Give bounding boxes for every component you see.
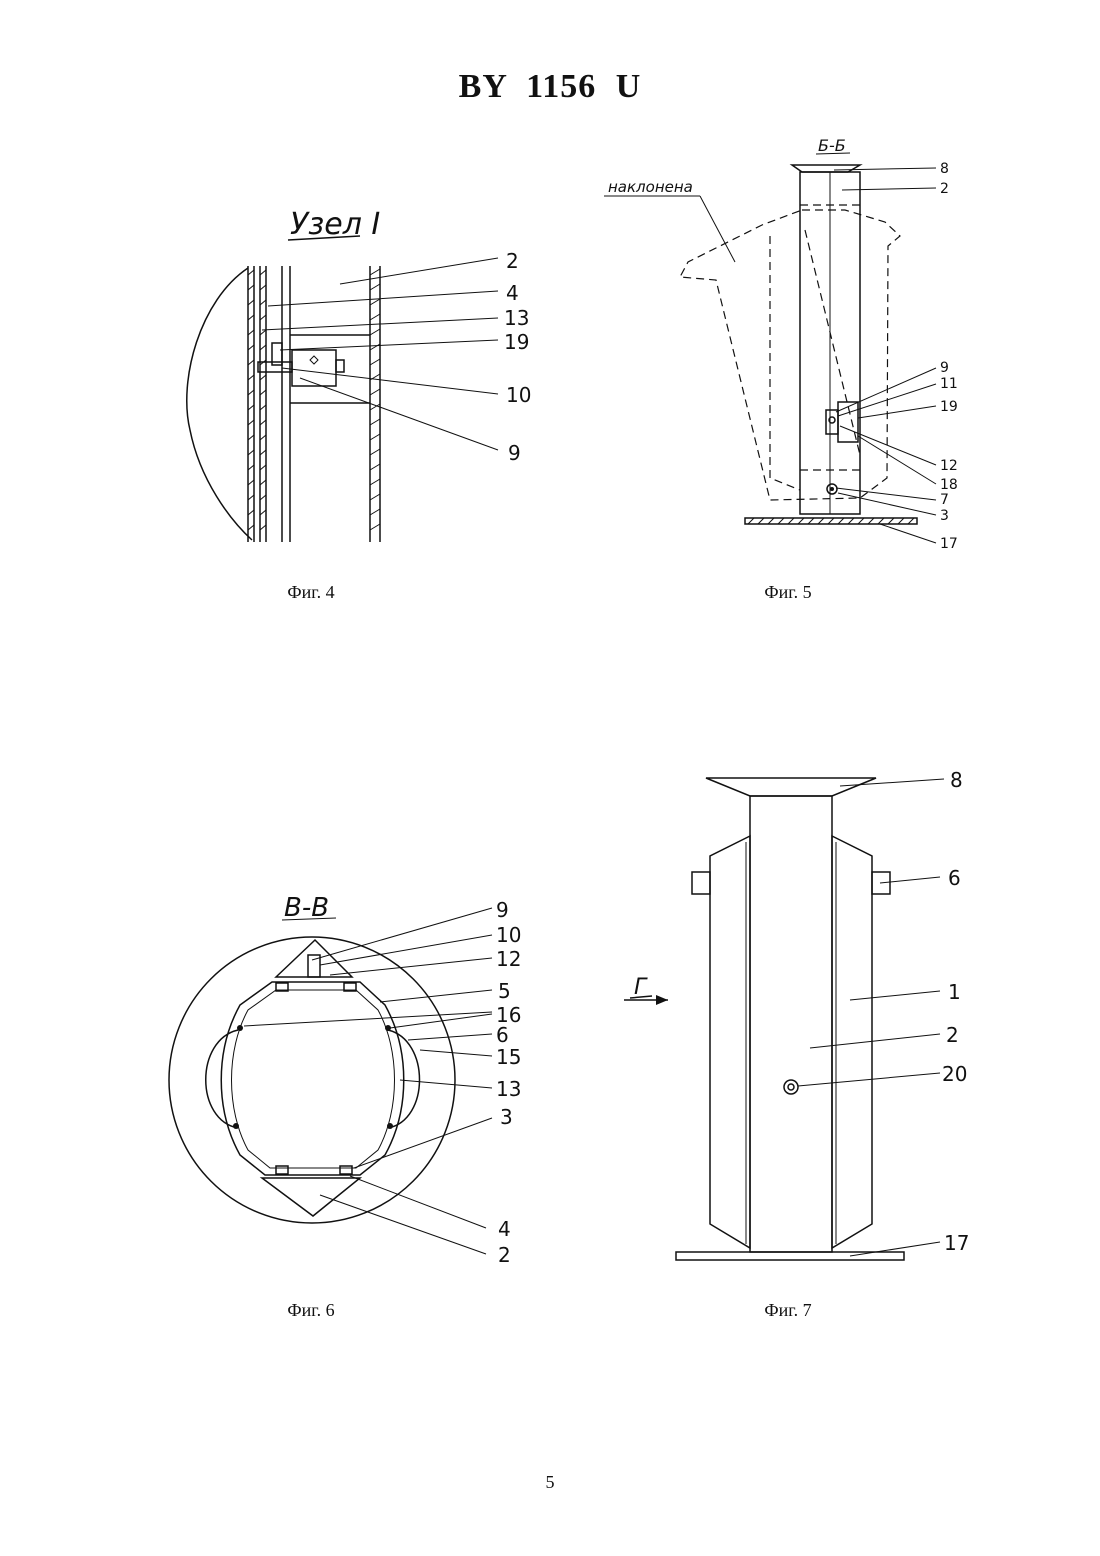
fig5-view-title: Б-Б — [818, 136, 846, 155]
fig4-drawing: Узел I 2 4 13 19 10 — [187, 207, 532, 542]
fig5-label: 2 — [940, 181, 949, 197]
fig4-label: 13 — [504, 306, 529, 330]
fig5-label: 11 — [940, 376, 958, 392]
fig6-label: 10 — [496, 923, 521, 947]
fig6-label: 9 — [496, 898, 509, 922]
fig5-label: 12 — [940, 458, 958, 474]
fig7-drawing: Г 8 6 1 2 20 17 — [624, 768, 969, 1260]
fig5-label: 17 — [940, 536, 958, 552]
fig6-caption: Фиг. 6 — [251, 1300, 371, 1321]
fig7-label: 8 — [950, 768, 963, 792]
fig6-label: 12 — [496, 947, 521, 971]
fig7-label: 6 — [948, 866, 961, 890]
fig6-label: 13 — [496, 1077, 521, 1101]
fig7-label: 20 — [942, 1062, 967, 1086]
fig6-label: 4 — [498, 1217, 511, 1241]
fig5-label: 3 — [940, 508, 949, 524]
fig7-label: 2 — [946, 1023, 959, 1047]
fig5-annotation: наклонена — [608, 178, 693, 196]
fig4-caption: Фиг. 4 — [251, 582, 371, 603]
fig7-label: 17 — [944, 1231, 969, 1255]
page-number: 5 — [0, 1472, 1100, 1493]
fig4-label: 9 — [508, 441, 521, 465]
fig6-label: 15 — [496, 1045, 521, 1069]
fig6-label: 6 — [496, 1023, 509, 1047]
fig7-caption: Фиг. 7 — [728, 1300, 848, 1321]
fig7-label: 1 — [948, 980, 961, 1004]
fig5-label: 8 — [940, 161, 949, 177]
fig5-drawing: Б-Б наклонена 8 2 — [604, 136, 958, 552]
fig5-caption: Фиг. 5 — [728, 582, 848, 603]
fig4-label: 19 — [504, 330, 529, 354]
fig5-label: 9 — [940, 360, 949, 376]
fig5-label: 7 — [940, 492, 949, 508]
fig6-label: 5 — [498, 979, 511, 1003]
fig6-label: 2 — [498, 1243, 511, 1267]
fig4-label: 2 — [506, 249, 519, 273]
fig5-label: 18 — [940, 477, 958, 493]
fig6-label: 3 — [500, 1105, 513, 1129]
fig4-label: 10 — [506, 383, 531, 407]
fig4-label: 4 — [506, 281, 519, 305]
fig5-label: 19 — [940, 399, 958, 415]
fig6-drawing: В-В 9 10 12 5 — [169, 893, 521, 1267]
